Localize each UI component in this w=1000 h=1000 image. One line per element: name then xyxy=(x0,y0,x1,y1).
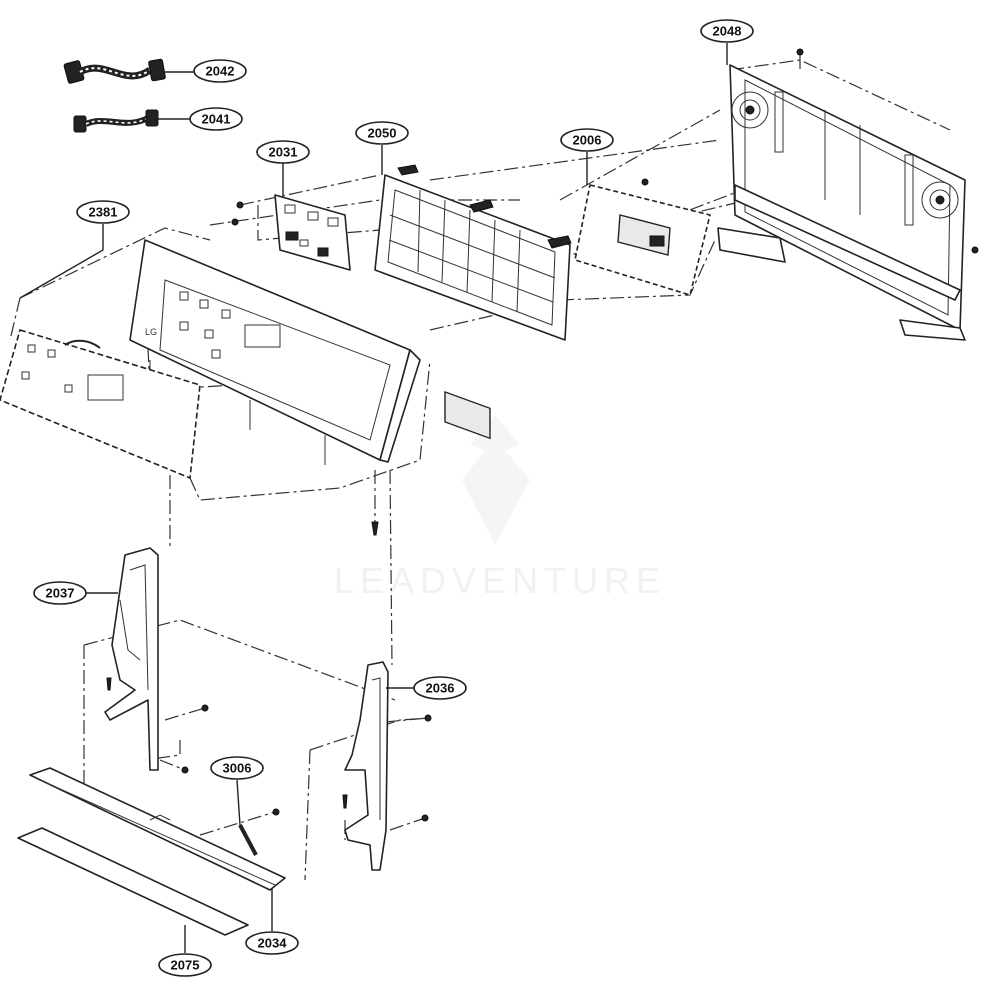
screw-icon xyxy=(201,704,209,712)
part-2050-control-frame xyxy=(374,164,572,440)
screw-icon xyxy=(231,218,239,226)
callout-2050: 2050 xyxy=(355,121,409,145)
callout-2034: 2034 xyxy=(245,931,299,955)
screw-center xyxy=(371,521,379,536)
part-2031-pcb xyxy=(231,194,351,271)
callout-2031: 2031 xyxy=(256,140,310,164)
callout-2042: 2042 xyxy=(193,59,247,83)
part-2006-control-module xyxy=(574,178,711,296)
screw-icon xyxy=(421,814,429,822)
watermark-text: LEADVENTURE xyxy=(334,560,666,601)
callout-2381: 2381 xyxy=(76,200,130,224)
screw-icon xyxy=(424,714,432,722)
watermark: LEADVENTURE xyxy=(334,415,666,601)
callout-label: 2036 xyxy=(426,681,455,696)
callout-label: 2042 xyxy=(206,64,235,79)
callout-2048: 2048 xyxy=(700,19,754,43)
part-2075-lower-strip xyxy=(17,827,249,936)
callout-2006: 2006 xyxy=(560,128,614,152)
callout-label: 2048 xyxy=(713,24,742,39)
part-3006-rod xyxy=(238,824,258,856)
callout-label: 2381 xyxy=(89,205,118,220)
callout-label: 2050 xyxy=(368,126,397,141)
part-2381-control-panel: LG xyxy=(129,239,421,465)
part-2037-left-bracket xyxy=(104,547,209,774)
leader-lines xyxy=(19,43,728,953)
screw-icon xyxy=(796,48,804,56)
callout-2075: 2075 xyxy=(158,953,212,977)
screw-icon xyxy=(236,201,244,209)
part-2041-wire-harness xyxy=(73,109,159,133)
callout-label: 2075 xyxy=(171,958,200,973)
callout-2037: 2037 xyxy=(33,581,87,605)
callout-label: 2034 xyxy=(258,936,288,951)
part-overlay-film xyxy=(0,329,201,479)
part-2048-back-panel xyxy=(717,48,979,341)
callout-label: 2041 xyxy=(202,112,231,127)
brand-logo-icon: LG xyxy=(145,327,157,337)
callout-label: 2037 xyxy=(46,586,75,601)
part-2034-trim-rail xyxy=(29,767,286,891)
callout-label: 2031 xyxy=(269,145,298,160)
callout-2041: 2041 xyxy=(189,107,243,131)
part-2036-right-bracket xyxy=(342,661,432,871)
callout-label: 3006 xyxy=(223,761,252,776)
callout-label: 2006 xyxy=(573,133,602,148)
callout-2036: 2036 xyxy=(413,676,467,700)
screw-icon xyxy=(272,808,280,816)
part-2042-wire-harness xyxy=(63,58,166,84)
screw-icon xyxy=(181,766,189,774)
screw-icon xyxy=(971,246,979,254)
watermark-logo-icon xyxy=(462,415,530,545)
screw-icon xyxy=(641,178,649,186)
callout-3006: 3006 xyxy=(210,756,264,780)
